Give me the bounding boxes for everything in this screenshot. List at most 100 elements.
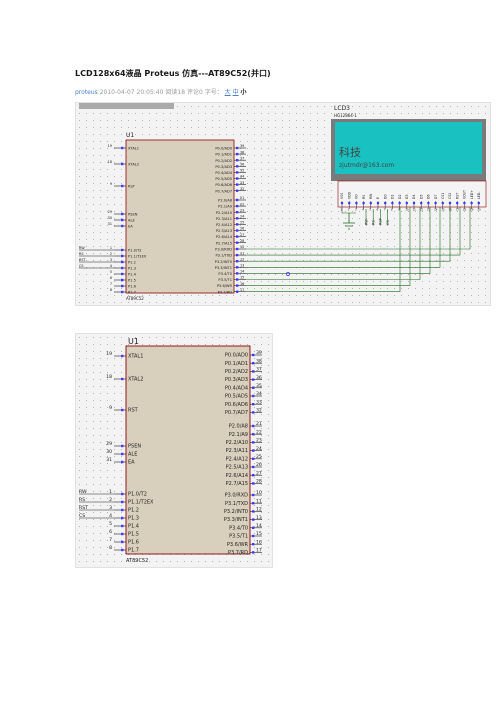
pin-number: 36 bbox=[240, 163, 244, 167]
bus-wire bbox=[246, 207, 421, 280]
pin-number: 15 bbox=[240, 276, 244, 280]
net-label: RW bbox=[79, 489, 87, 495]
lcd-model: HG12864-1 bbox=[334, 113, 357, 118]
pin-marker bbox=[252, 433, 255, 436]
post-date: 2010-04-07 20:05:40 bbox=[99, 89, 164, 96]
bus-wire bbox=[246, 207, 461, 256]
pin-name: P3.5/T1 bbox=[229, 534, 248, 540]
pin-name: P2.2/A10 bbox=[216, 211, 233, 215]
pin-marker bbox=[236, 229, 239, 232]
pin-number: 6 bbox=[110, 276, 112, 280]
pin-name: P2.6/A14 bbox=[216, 235, 233, 239]
pin-number: 35 bbox=[256, 383, 262, 389]
pin-number: 35 bbox=[240, 169, 244, 173]
net-label: RST bbox=[79, 505, 88, 511]
pin-name: P3.5/T1 bbox=[218, 278, 232, 282]
lcd-pin-name: D5 bbox=[419, 195, 423, 199]
pin-number: 1 bbox=[109, 489, 112, 495]
font-size-large[interactable]: 大 bbox=[224, 89, 231, 96]
ground-wire bbox=[341, 209, 356, 214]
lcd-pin-name: D3 bbox=[405, 195, 409, 199]
pin-marker bbox=[121, 146, 124, 150]
pin-number: 16 bbox=[256, 539, 262, 545]
pin-name: P0.0/AD0 bbox=[225, 353, 248, 359]
pin-number: 33 bbox=[256, 399, 262, 405]
schematic-1-canvas: U1 AT89C52 19XTAL118XTAL29RST29PSEN30ALE… bbox=[79, 103, 487, 301]
lcd-pin-marker bbox=[405, 202, 408, 205]
pin-marker bbox=[252, 362, 255, 365]
pin-number: 32 bbox=[256, 408, 262, 414]
pin-number: 14 bbox=[240, 270, 244, 274]
pin-marker bbox=[121, 492, 124, 496]
pin-number: 18 bbox=[108, 160, 112, 164]
lcd-pin-marker bbox=[463, 202, 466, 205]
lcd-pin-marker bbox=[398, 202, 401, 205]
lcd-pin-name: CS2 bbox=[448, 193, 452, 199]
pin-marker bbox=[121, 508, 124, 512]
lcd-pin-marker bbox=[477, 202, 480, 205]
pin-marker bbox=[121, 444, 124, 448]
lcd-net-label: RS bbox=[372, 220, 376, 225]
pin-marker bbox=[121, 218, 124, 222]
lcd-pin-name: VO bbox=[355, 194, 359, 199]
font-size-small[interactable]: 小 bbox=[240, 89, 247, 96]
pin-number: 5 bbox=[110, 270, 112, 274]
pin-marker bbox=[121, 224, 124, 228]
net-label: RS bbox=[79, 497, 85, 503]
pin-marker bbox=[236, 284, 239, 287]
bus-wire bbox=[246, 207, 451, 262]
pin-marker bbox=[252, 378, 255, 381]
pin-number: 21 bbox=[256, 421, 262, 427]
pin-marker bbox=[121, 540, 124, 544]
pin-number: 10 bbox=[256, 490, 262, 496]
pin-number: 24 bbox=[240, 215, 244, 219]
pin-name: XTAL2 bbox=[128, 163, 139, 167]
pin-marker bbox=[121, 377, 124, 381]
pin-number: 19 bbox=[106, 351, 112, 357]
pin-name: P0.1/AD1 bbox=[225, 361, 248, 367]
bus-wire bbox=[246, 207, 441, 268]
pin-marker bbox=[236, 165, 239, 168]
pin-marker bbox=[252, 353, 255, 357]
pin-marker bbox=[236, 260, 239, 263]
pin-marker bbox=[252, 465, 255, 469]
pin-number: 24 bbox=[256, 446, 262, 452]
pin-number: 4 bbox=[109, 513, 112, 519]
lcd-pin-name: D0 bbox=[383, 195, 387, 199]
lcd-pin-number: 16 bbox=[449, 208, 453, 212]
chip-model: AT89C52 bbox=[126, 296, 144, 301]
pin-name: P3.7/RD bbox=[228, 550, 248, 556]
pin-name: P1.6 bbox=[128, 540, 139, 546]
pin-number: 4 bbox=[110, 264, 112, 268]
chip-left-pins: 19XTAL118XTAL29RST29PSEN30ALE31EA1P1.0/T… bbox=[79, 144, 147, 295]
pin-marker bbox=[236, 278, 239, 281]
lcd-pin-marker bbox=[434, 202, 437, 205]
pin-number: 16 bbox=[240, 282, 244, 286]
pin-marker bbox=[252, 534, 255, 538]
pin-marker bbox=[252, 551, 255, 554]
pin-marker bbox=[252, 510, 255, 513]
pin-name: P0.4/AD4 bbox=[225, 385, 248, 391]
pin-name: P1.4 bbox=[128, 273, 137, 277]
pin-name: P3.2/INT0 bbox=[224, 509, 248, 515]
pin-name: P2.4/A12 bbox=[226, 456, 248, 462]
bus-wire bbox=[246, 207, 431, 274]
comment-count[interactable]: 评论0 bbox=[186, 89, 203, 96]
font-size-medium[interactable]: 中 bbox=[232, 89, 239, 96]
lcd-pin-name: CS1 bbox=[441, 193, 445, 199]
pin-number: 26 bbox=[240, 227, 244, 231]
pin-marker bbox=[121, 260, 124, 264]
pin-name: P0.1/AD1 bbox=[215, 153, 232, 157]
pin-marker bbox=[252, 502, 255, 505]
pin-marker bbox=[121, 532, 124, 536]
article-title: LCD128x64液晶 Proteus 仿真---AT89C52(并口) bbox=[75, 69, 271, 78]
pin-name: P3.0/RXD bbox=[225, 493, 249, 499]
lcd-pin-number: 20 bbox=[477, 208, 481, 212]
read-count: 阅读18 bbox=[165, 89, 186, 96]
pin-number: 3 bbox=[110, 258, 112, 262]
category-link[interactable]: proteus bbox=[75, 89, 98, 96]
pin-number: 30 bbox=[106, 449, 112, 455]
